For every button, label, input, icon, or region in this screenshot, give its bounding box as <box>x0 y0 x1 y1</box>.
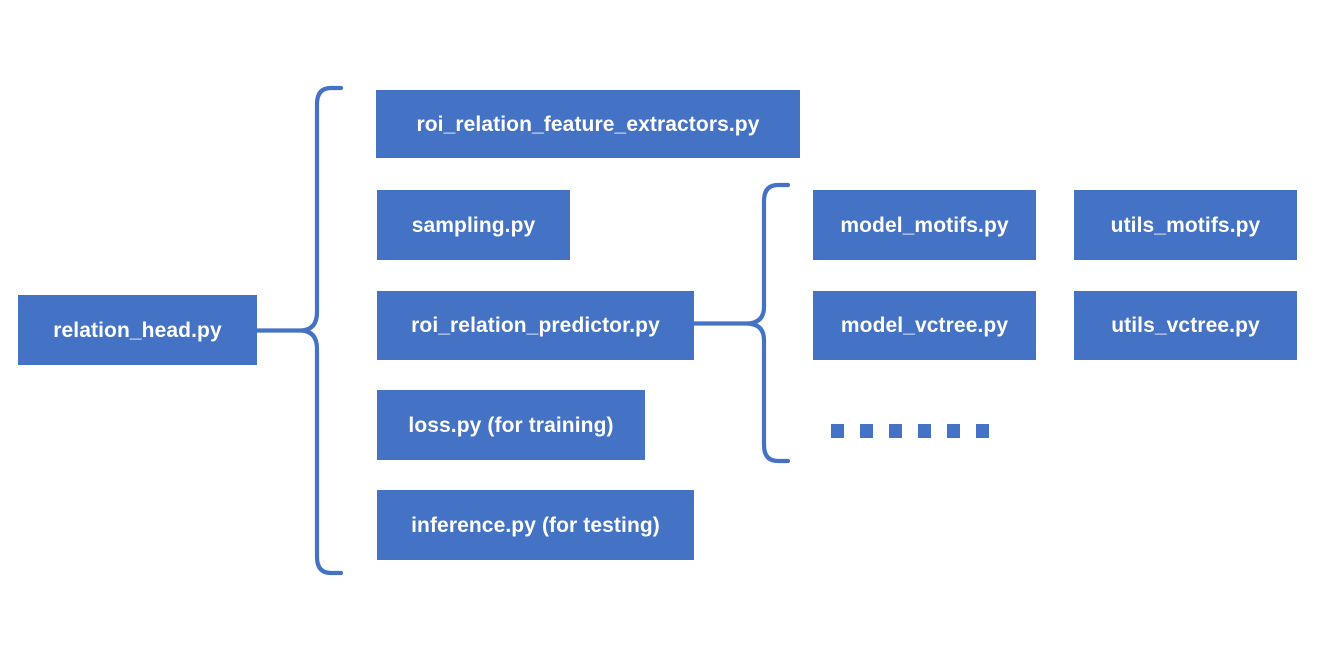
node-relation-head[interactable]: relation_head.py <box>18 295 257 365</box>
node-loss[interactable]: loss.py (for training) <box>377 390 645 460</box>
node-inference[interactable]: inference.py (for testing) <box>377 490 694 560</box>
node-roi-relation-predictor[interactable]: roi_relation_predictor.py <box>377 291 694 360</box>
brace-level-2-icon <box>694 182 791 464</box>
ellipsis-dots <box>831 424 989 438</box>
ellipsis-dot <box>947 424 960 438</box>
brace-level-1-icon <box>257 85 344 576</box>
ellipsis-dot <box>976 424 989 438</box>
node-sampling[interactable]: sampling.py <box>377 190 570 260</box>
node-model-motifs[interactable]: model_motifs.py <box>813 190 1036 260</box>
node-utils-vctree[interactable]: utils_vctree.py <box>1074 291 1297 360</box>
ellipsis-dot <box>889 424 902 438</box>
node-utils-motifs[interactable]: utils_motifs.py <box>1074 190 1297 260</box>
ellipsis-dot <box>831 424 844 438</box>
ellipsis-dot <box>918 424 931 438</box>
node-roi-relation-feature-extractors[interactable]: roi_relation_feature_extractors.py <box>376 90 800 158</box>
ellipsis-dot <box>860 424 873 438</box>
node-model-vctree[interactable]: model_vctree.py <box>813 291 1036 360</box>
